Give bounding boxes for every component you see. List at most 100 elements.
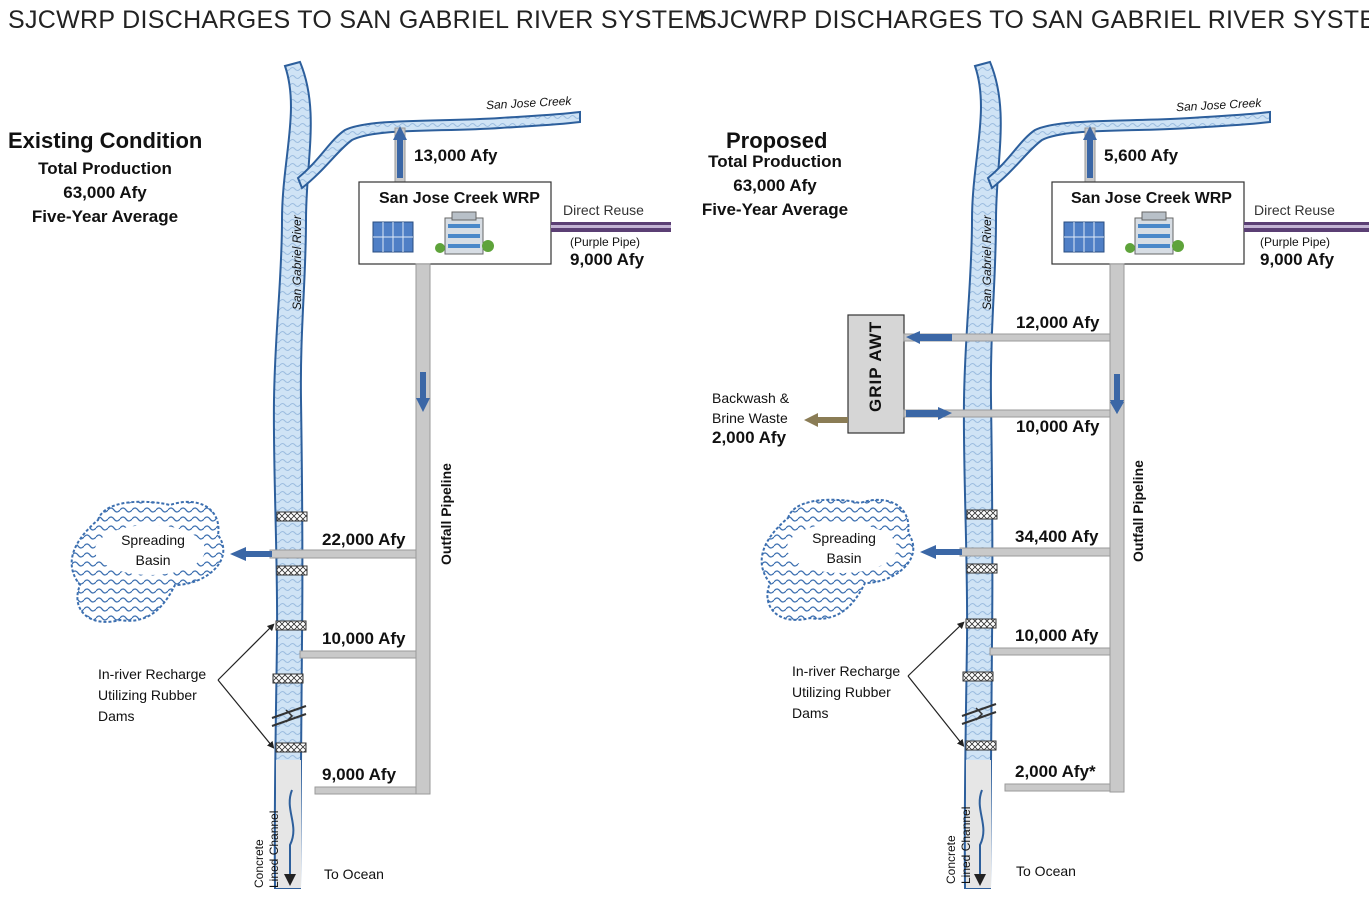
lateral-recharge bbox=[299, 650, 417, 659]
spreading-arrow bbox=[920, 545, 962, 559]
channel-label-line: Concrete bbox=[944, 835, 958, 884]
concrete-lined-channel bbox=[966, 760, 991, 888]
purple-pipe-label: (Purple Pipe) bbox=[1260, 235, 1331, 249]
san-jose-creek bbox=[296, 110, 581, 190]
existing-condition-panel: SJCWRP DISCHARGES TO SAN GABRIEL RIVER S… bbox=[0, 0, 705, 908]
lateral-channel bbox=[1004, 783, 1111, 792]
basin-label: Spreading Basin bbox=[796, 528, 892, 568]
recharge-line: Utilizing Rubber bbox=[792, 684, 891, 700]
building-icon bbox=[1125, 211, 1184, 255]
page-title: SJCWRP DISCHARGES TO SAN GABRIEL RIVER S… bbox=[8, 6, 706, 34]
solar-panel-icon bbox=[372, 221, 414, 253]
rubber-dam bbox=[965, 618, 997, 629]
recharge-line: Utilizing Rubber bbox=[98, 687, 197, 703]
rubber-dam bbox=[965, 740, 997, 751]
concrete-lined-channel bbox=[276, 760, 301, 888]
outfall-pipeline bbox=[1109, 263, 1125, 793]
outfall-label: Outfall Pipeline bbox=[438, 463, 454, 565]
lateral-channel bbox=[314, 786, 417, 795]
channel-label-line: Concrete bbox=[252, 839, 266, 888]
creek-discharge-arrow bbox=[393, 126, 407, 178]
rubber-dam bbox=[966, 563, 998, 574]
flow-recharge: 10,000 Afy bbox=[322, 629, 406, 648]
channel-label-line: Lined Channel bbox=[267, 810, 281, 888]
production-line: Total Production bbox=[708, 152, 842, 171]
recharge-pointer bbox=[217, 623, 275, 681]
grip-awt-box bbox=[847, 314, 905, 434]
basin-label-line: Basin bbox=[826, 550, 862, 566]
wrp-name: San Jose Creek WRP bbox=[1071, 190, 1232, 207]
grip-inlet-arrow bbox=[906, 331, 952, 344]
brine-line: Brine Waste bbox=[712, 410, 788, 426]
to-ocean-label: To Ocean bbox=[1016, 863, 1076, 879]
proposed-diagram bbox=[760, 60, 1369, 889]
brine-arrow bbox=[804, 413, 848, 427]
to-ocean-label: To Ocean bbox=[324, 866, 384, 882]
production-line: Five-Year Average bbox=[701, 200, 849, 219]
recharge-label: In-river Recharge Utilizing Rubber Dams bbox=[792, 661, 900, 724]
recharge-line: In-river Recharge bbox=[792, 663, 901, 679]
rubber-dam bbox=[275, 620, 307, 631]
rubber-dam bbox=[962, 671, 994, 682]
channel-flow-arrow bbox=[284, 789, 296, 886]
creek-flow-value: 13,000 Afy bbox=[414, 146, 498, 165]
flow-channel: 9,000 Afy bbox=[322, 765, 397, 784]
basin-label-line: Basin bbox=[135, 552, 171, 568]
rubber-dam bbox=[275, 742, 307, 753]
channel-label: Concrete Lined Channel bbox=[944, 807, 974, 884]
production-summary: Total Production 63,000 Afy Five-Year Av… bbox=[20, 157, 190, 229]
direct-reuse-label: Direct Reuse bbox=[1254, 202, 1335, 218]
grip-outlet-flow: 10,000 Afy bbox=[1016, 417, 1100, 436]
grip-awt-label: GRIP AWT bbox=[866, 320, 885, 412]
brine-line: Backwash & bbox=[712, 390, 790, 406]
lateral-recharge bbox=[989, 647, 1111, 656]
rubber-dam bbox=[966, 509, 998, 520]
recharge-line: Dams bbox=[792, 705, 829, 721]
recharge-pointer bbox=[907, 621, 965, 677]
grip-outlet-arrow bbox=[906, 407, 952, 420]
proposed-panel: SJCWRP DISCHARGES TO SAN GABRIEL RIVER S… bbox=[690, 0, 1369, 908]
scenario-heading: Proposed bbox=[726, 128, 828, 153]
direct-reuse-label: Direct Reuse bbox=[563, 202, 644, 218]
flow-channel: 2,000 Afy* bbox=[1015, 762, 1096, 781]
flow-spreading: 34,400 Afy bbox=[1015, 527, 1099, 546]
spreading-arrow bbox=[230, 547, 272, 561]
grip-outlet-arrow bbox=[1110, 402, 1124, 414]
san-jose-creek bbox=[986, 110, 1271, 190]
production-line: Five-Year Average bbox=[31, 207, 179, 226]
lateral-spreading bbox=[269, 549, 417, 559]
reuse-flow-value: 9,000 Afy bbox=[1260, 250, 1335, 269]
grip-inlet-flow: 12,000 Afy bbox=[1016, 313, 1100, 332]
scenario-heading: Existing Condition bbox=[8, 128, 203, 153]
existing-diagram bbox=[70, 60, 671, 889]
creek-discharge-arrow bbox=[1083, 126, 1097, 178]
production-line: Total Production bbox=[38, 159, 172, 178]
building-icon bbox=[435, 211, 494, 255]
rubber-dam bbox=[276, 511, 308, 522]
production-summary: Total Production 63,000 Afy Five-Year Av… bbox=[690, 150, 860, 222]
recharge-label: In-river Recharge Utilizing Rubber Dams bbox=[98, 664, 206, 727]
recharge-pointer bbox=[217, 679, 275, 749]
brine-label: Backwash & Brine Waste 2,000 Afy bbox=[712, 388, 789, 448]
purple-pipe-label: (Purple Pipe) bbox=[570, 235, 641, 249]
outfall-pipeline bbox=[415, 263, 431, 795]
wrp-name: San Jose Creek WRP bbox=[379, 190, 540, 207]
grip-inlet-pipe bbox=[903, 333, 1111, 342]
brine-flow-value: 2,000 Afy bbox=[712, 428, 787, 447]
production-value: 63,000 Afy bbox=[63, 183, 147, 202]
basin-label: Spreading Basin bbox=[105, 530, 201, 570]
creek-flow-value: 5,600 Afy bbox=[1104, 146, 1179, 165]
recharge-line: In-river Recharge bbox=[98, 666, 207, 682]
river-label: San Gabriel River bbox=[290, 215, 304, 310]
outfall-flow-arrow bbox=[416, 372, 430, 412]
river-label: San Gabriel River bbox=[980, 215, 994, 310]
lateral-spreading bbox=[959, 547, 1111, 557]
basin-label-line: Spreading bbox=[812, 530, 876, 546]
recharge-line: Dams bbox=[98, 708, 135, 724]
channel-label: Concrete Lined Channel bbox=[252, 811, 282, 888]
rubber-dam bbox=[272, 673, 304, 684]
production-value: 63,000 Afy bbox=[733, 176, 817, 195]
recharge-pointer bbox=[907, 675, 965, 747]
page-title: SJCWRP DISCHARGES TO SAN GABRIEL RIVER S… bbox=[700, 6, 1369, 34]
basin-label-line: Spreading bbox=[121, 532, 185, 548]
